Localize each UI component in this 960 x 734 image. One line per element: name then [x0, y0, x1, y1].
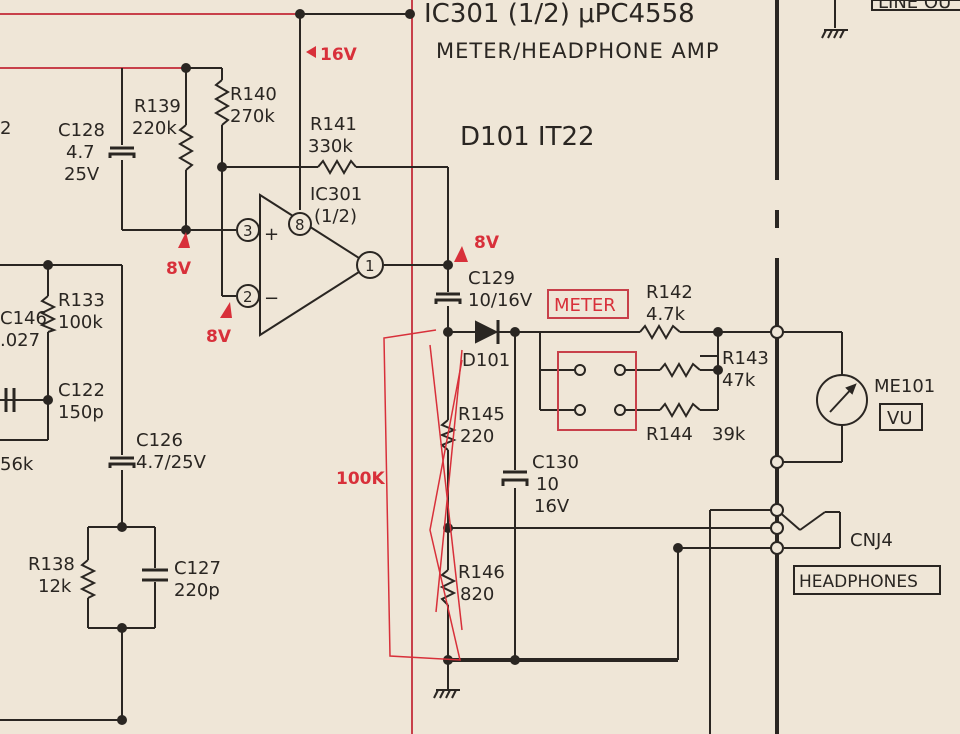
c129-value: 10/16V [468, 290, 533, 311]
capacitor-c130 [501, 470, 529, 486]
c127-value: 220p [174, 580, 220, 601]
r133-value: 100k [58, 312, 103, 333]
opamp-pin3 [236, 218, 260, 242]
opamp-ic301 [236, 193, 384, 337]
partial-2: 2 [0, 118, 11, 139]
r133-ref: R133 [58, 290, 105, 311]
capacitor-c128 [108, 146, 136, 158]
vu-label: VU [887, 408, 913, 429]
c128-voltage: 25V [64, 164, 100, 185]
annot-100k: 100K [336, 469, 385, 489]
d101-label: D101 [462, 350, 510, 371]
resistor-r146 [439, 569, 457, 606]
vu-meter [816, 374, 923, 431]
capacitor-c129 [434, 292, 462, 304]
annot-16v: 16V [320, 45, 358, 65]
opamp-plus: + [264, 224, 279, 245]
bus-terminals [770, 325, 784, 555]
r141-ref: R141 [310, 114, 357, 135]
capacitor-c127 [142, 568, 168, 582]
r138-value: 12k [38, 576, 72, 597]
c126-value: 4.7/25V [136, 452, 207, 473]
partial-56k: 56k [0, 454, 34, 475]
r142-value: 4.7k [646, 304, 686, 325]
line-out-label: LINE OU [878, 0, 951, 13]
c129-ref: C129 [468, 268, 515, 289]
diode-d101 [475, 320, 500, 344]
r142-ref: R142 [646, 282, 693, 303]
red-annotations [178, 46, 468, 318]
c122-ref: C122 [58, 380, 105, 401]
r145-ref: R145 [458, 404, 505, 425]
annot-8v-out: 8V [474, 233, 500, 253]
ground-symbols [433, 29, 848, 699]
pin2-label: 2 [243, 288, 253, 306]
r144-value: 39k [712, 424, 746, 445]
ic301-part: (1/2) [314, 206, 357, 227]
me101-ref: ME101 [874, 376, 935, 397]
resistor-r145 [439, 419, 457, 451]
r145-value: 220 [460, 426, 494, 447]
pin3-label: 3 [243, 222, 253, 240]
headphones-box [793, 0, 960, 595]
c130-ref: C130 [532, 452, 579, 473]
annot-8v-pin3: 8V [166, 259, 192, 279]
resistor-r141 [317, 159, 357, 175]
r138-ref: R138 [28, 554, 75, 575]
c130-voltage: 16V [534, 496, 570, 517]
resistor-r142 [639, 324, 681, 340]
junction-dots [43, 9, 723, 725]
r139-value: 220k [132, 118, 177, 139]
resistors [39, 79, 701, 606]
c146-ref: C146 [0, 308, 47, 329]
r146-ref: R146 [458, 562, 505, 583]
resistor-r138 [79, 559, 97, 599]
resistor-r133 [39, 295, 57, 333]
c122-value: 150p [58, 402, 104, 423]
c130-value: 10 [536, 474, 559, 495]
capacitor-c126 [108, 456, 136, 468]
ic301-name: IC301 [310, 184, 362, 205]
annot-8v-pin2: 8V [206, 327, 232, 347]
resistor-r140 [214, 79, 230, 126]
red-annotation-lines [383, 329, 463, 661]
capacitor-c122 [4, 388, 16, 412]
opamp-minus: − [264, 288, 279, 309]
ic-subtitle: METER/HEADPHONE AMP [436, 39, 720, 63]
headphones-label: HEADPHONES [799, 572, 918, 592]
c146-value: .027 [0, 330, 40, 351]
c126-ref: C126 [136, 430, 183, 451]
r146-value: 820 [460, 584, 494, 605]
r139-ref: R139 [134, 96, 181, 117]
r140-value: 270k [230, 106, 275, 127]
capacitors [4, 146, 529, 582]
resistor-r139 [178, 124, 194, 171]
resistor-r144 [659, 402, 701, 418]
r143-ref: R143 [722, 348, 769, 369]
opamp-pin2 [236, 284, 260, 308]
pin1-label: 1 [365, 257, 375, 275]
r140-ref: R140 [230, 84, 277, 105]
r143-value: 47k [722, 370, 756, 391]
meter-switch-box [547, 289, 637, 431]
frame-lines [0, 0, 413, 734]
opamp-pin8 [288, 212, 312, 236]
c128-ref: C128 [58, 120, 105, 141]
diode-title: D101 IT22 [460, 122, 595, 152]
meter-label: METER [554, 295, 616, 316]
wires [0, 0, 843, 734]
pin8-label: 8 [295, 216, 305, 234]
c127-ref: C127 [174, 558, 221, 579]
c128-value: 4.7 [66, 142, 95, 163]
ic-title: IC301 (1/2) μPC4558 [424, 0, 695, 29]
opamp-pin1 [356, 251, 384, 279]
resistor-r143 [659, 362, 701, 378]
r144-ref: R144 [646, 424, 693, 445]
r141-value: 330k [308, 136, 353, 157]
cnj4-ref: CNJ4 [850, 530, 893, 551]
